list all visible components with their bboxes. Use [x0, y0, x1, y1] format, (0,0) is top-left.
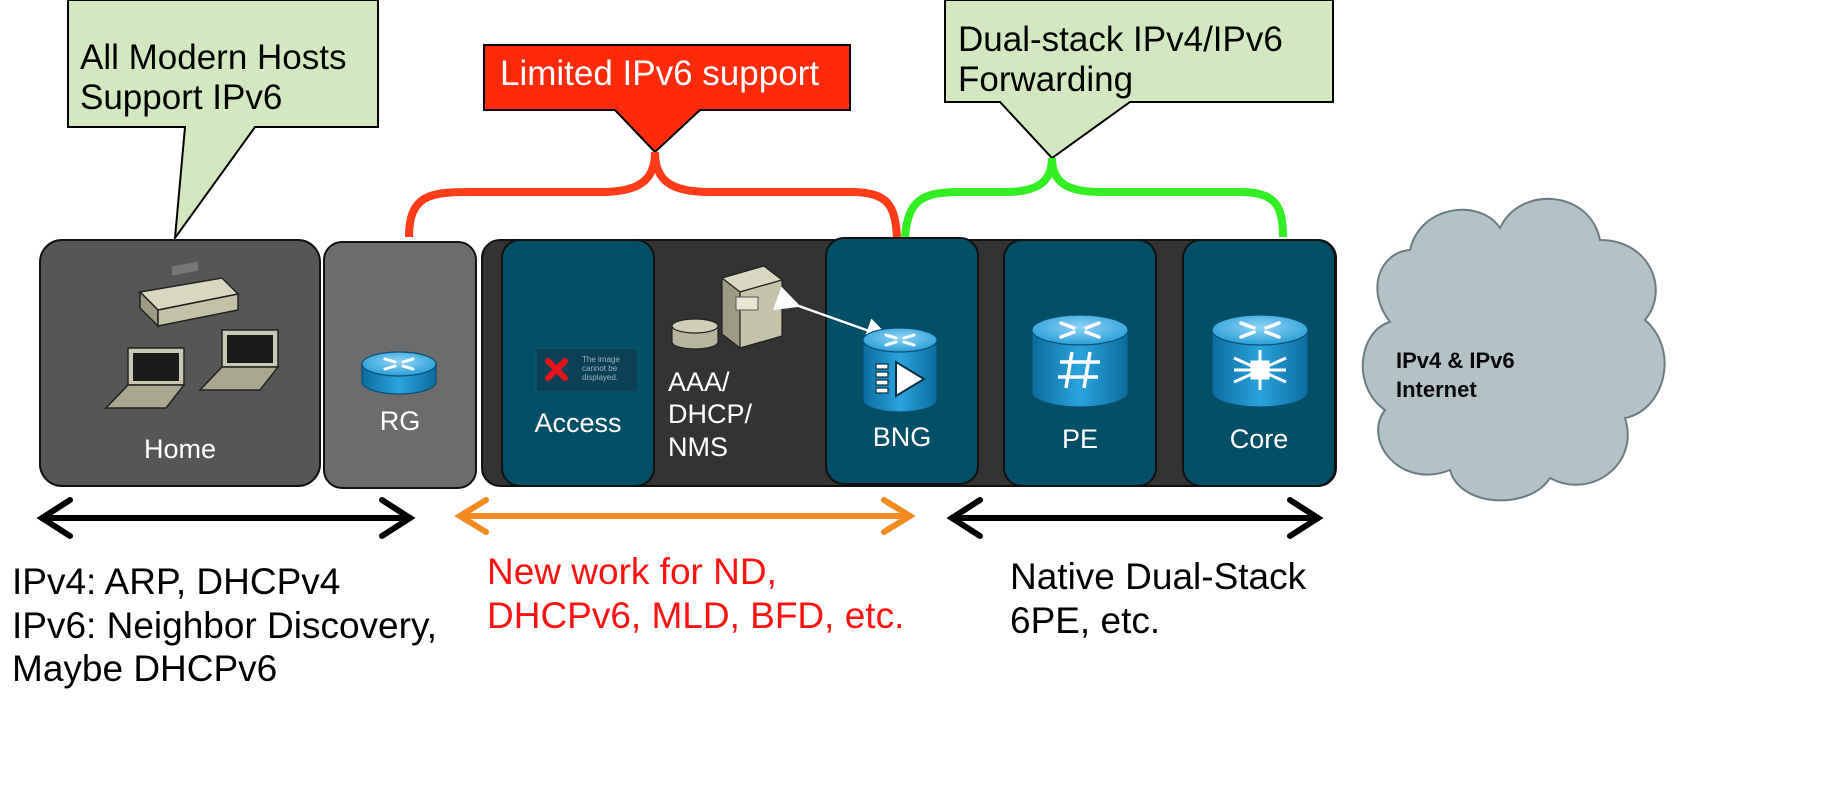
core-protocols-text: Native Dual-Stack 6PE, etc. — [1010, 556, 1307, 641]
hash-icon — [1058, 351, 1100, 389]
set-top-box-icon — [138, 261, 240, 328]
provider-work-text: New work for ND, DHCPv6, MLD, BFD, etc. — [487, 551, 905, 636]
internet-label: IPv4 & IPv6 Internet — [1396, 348, 1515, 402]
switch-fabric-icon — [1233, 350, 1287, 390]
bng-label: BNG — [872, 422, 932, 452]
green-brace — [901, 157, 1287, 238]
core-label: Core — [1229, 424, 1289, 454]
server-icon — [671, 265, 784, 350]
laptop-icon — [104, 347, 186, 409]
home-protocols-text: IPv4: ARP, DHCPv4 IPv6: Neighbor Discove… — [12, 561, 437, 690]
red-brace — [405, 151, 901, 238]
broken-image-text: The image cannot be displayed. — [582, 355, 620, 383]
internet-cloud — [1361, 197, 1666, 502]
rg-label: RG — [379, 406, 421, 436]
callout-hosts-text: All Modern Hosts Support IPv6 — [80, 38, 347, 117]
pe-label: PE — [1061, 424, 1099, 454]
callout-dualstack-text: Dual-stack IPv4/IPv6 Forwarding — [958, 20, 1283, 99]
pe-router-icon — [1031, 314, 1129, 408]
router-icon — [361, 351, 437, 395]
callout-hosts — [67, 0, 379, 242]
access-label: Access — [534, 408, 622, 438]
callout-limited-ipv6 — [483, 44, 851, 154]
laptop-icon — [198, 329, 280, 391]
broken-image-placeholder — [535, 347, 639, 393]
aaa-label: AAA/ DHCP/ NMS — [668, 367, 753, 462]
home-span-arrow — [36, 497, 416, 539]
provider-span-arrow — [454, 497, 916, 535]
aaa-bng-link — [772, 286, 891, 343]
bng-router-icon — [862, 327, 938, 413]
callout-limited-text: Limited IPv6 support — [500, 54, 820, 93]
error-x-icon — [545, 358, 568, 381]
core-span-arrow — [946, 497, 1324, 539]
core-router-icon — [1211, 314, 1309, 408]
home-label: Home — [143, 434, 217, 464]
callout-dual-stack — [944, 0, 1334, 160]
